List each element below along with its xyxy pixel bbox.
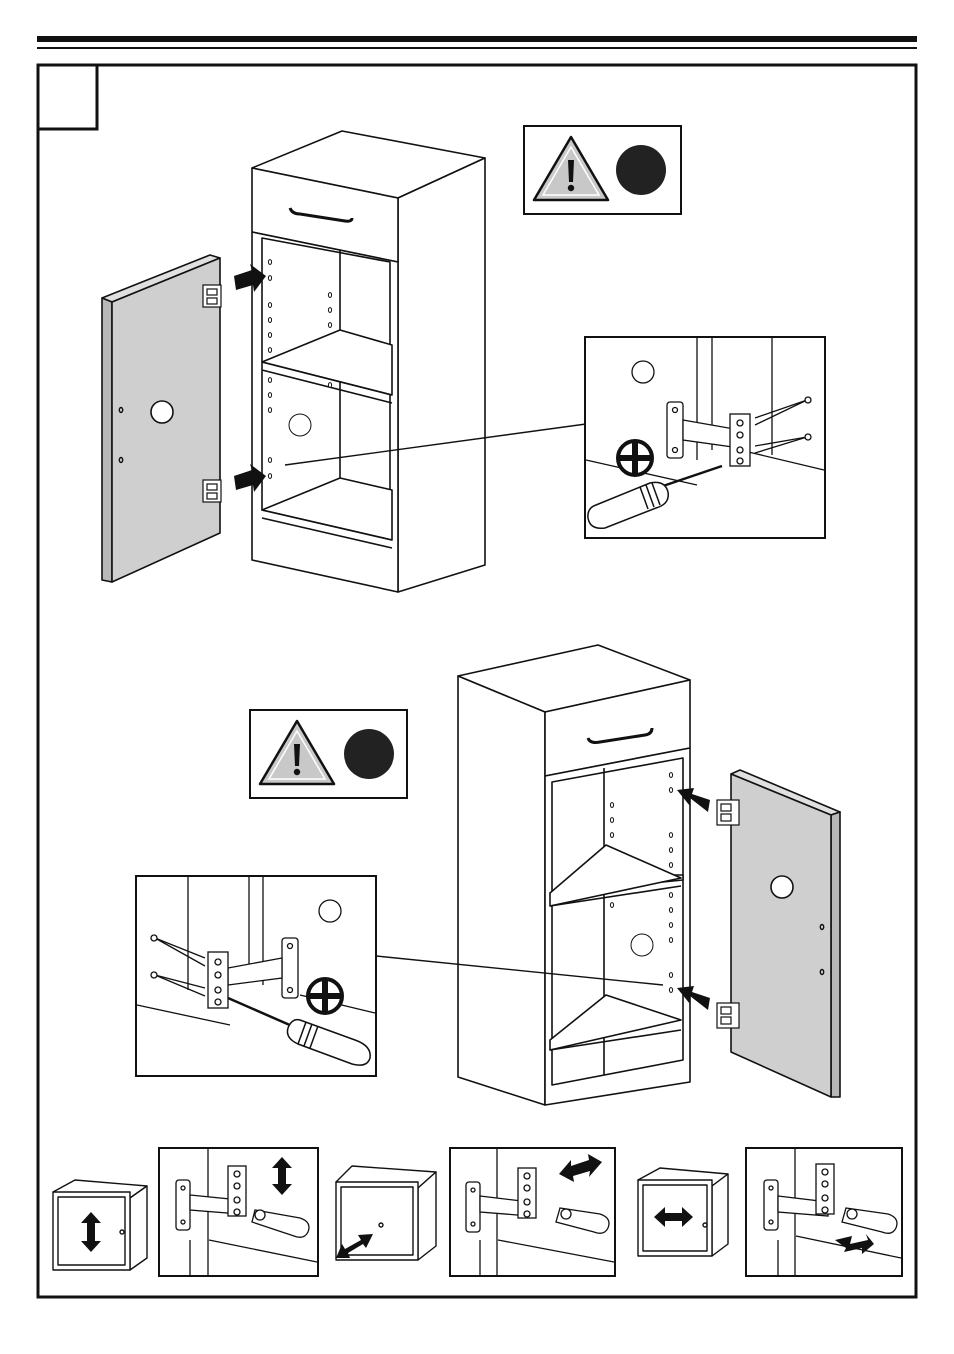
warning-box-bottom — [249, 709, 408, 799]
header-rule — [37, 36, 917, 49]
lateral-adjust-screw-arrow-icon — [835, 1234, 874, 1254]
door-panel-bottom — [730, 769, 841, 1098]
lateral-adjust-screw-detail — [745, 1147, 903, 1277]
cabinet-depth-adjust — [335, 1165, 437, 1261]
circle-marker — [616, 145, 666, 195]
step-frame — [36, 63, 918, 1299]
depth-adjust-arrow-icon — [336, 1234, 373, 1258]
cabinet-top-view — [251, 130, 486, 593]
step-number-box — [36, 63, 99, 131]
warning-box-top — [523, 125, 682, 215]
phillips-screwdriver-icon — [616, 439, 654, 477]
cabinet-bottom-holes — [609, 772, 674, 993]
screwdriver — [587, 464, 723, 530]
arrow-icon — [677, 788, 710, 1010]
hinge-detail-top — [284, 336, 826, 539]
cabinet-top-holes — [267, 259, 333, 479]
arrow-icon — [234, 264, 266, 492]
vertical-adjust-screw-detail — [158, 1147, 319, 1277]
screwdriver — [227, 996, 371, 1066]
warning-triangle-icon — [532, 135, 610, 202]
hinge-bottom-lower — [716, 1002, 740, 1029]
hinge-detail-bottom — [135, 875, 664, 1077]
cabinet-bottom-view — [457, 644, 691, 1106]
hinge-bottom-upper — [716, 799, 740, 826]
warning-triangle-icon — [258, 719, 336, 786]
depth-adjust-screw-arrow-icon — [559, 1154, 602, 1182]
hinge-top-lower — [202, 479, 222, 503]
door-panel-top — [101, 254, 221, 583]
phillips-screwdriver-icon — [306, 977, 344, 1015]
vertical-adjust-screw-arrow-icon — [272, 1157, 292, 1195]
cabinet-vertical-adjust — [52, 1179, 148, 1271]
vertical-adjust-arrow-icon — [81, 1212, 101, 1252]
hinge-top-upper — [202, 284, 222, 308]
lateral-adjust-arrow-icon — [654, 1207, 693, 1227]
circle-marker — [344, 729, 394, 779]
